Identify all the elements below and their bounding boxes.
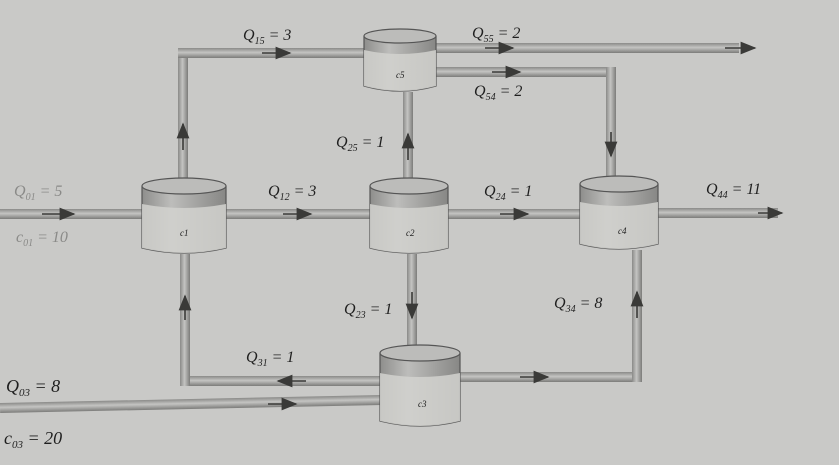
pipe-5-4-horizontal [434, 67, 614, 77]
tank-c5: c5 [363, 28, 437, 92]
tank-c4: c4 [579, 175, 659, 250]
tank-c1-label: c1 [180, 228, 189, 238]
pipe-in-03 [0, 394, 383, 413]
label-q31: Q31 = 1 [246, 349, 294, 369]
flow-arrows [42, 41, 784, 411]
label-q03: Q03 = 8 [6, 376, 60, 399]
tank-c5-label: c5 [396, 70, 405, 80]
tank-c3-label: c3 [418, 399, 427, 409]
label-q55: Q55 = 2 [472, 25, 520, 45]
label-c01: c01 = 10 [16, 229, 68, 249]
label-q23: Q23 = 1 [344, 301, 392, 321]
label-q34: Q34 = 8 [554, 295, 602, 315]
pipe-5-out [434, 43, 739, 53]
tank-c3: c3 [379, 344, 461, 427]
label-q12: Q12 = 3 [268, 183, 316, 203]
tank-c2-label: c2 [406, 228, 415, 238]
label-c03: c03 = 20 [4, 428, 62, 451]
flow-labels: Q15 = 3 Q55 = 2 Q54 = 2 Q25 = 1 Q01 = 5 … [4, 25, 761, 451]
label-q44: Q44 = 11 [706, 181, 761, 201]
pipe-5-4-vertical [606, 67, 616, 183]
pipe-3-4-horizontal [458, 372, 642, 382]
label-q25: Q25 = 1 [336, 134, 384, 154]
label-q15: Q15 = 3 [243, 27, 291, 47]
label-q24: Q24 = 1 [484, 183, 532, 203]
tank-c1: c1 [141, 177, 227, 254]
label-q01: Q01 = 5 [14, 183, 62, 203]
tank-c4-label: c4 [618, 226, 627, 236]
pipe-4-out [658, 208, 778, 218]
tank-c2: c2 [369, 177, 449, 254]
pipe-1-5-vertical [178, 52, 188, 192]
label-q54: Q54 = 2 [474, 83, 522, 103]
